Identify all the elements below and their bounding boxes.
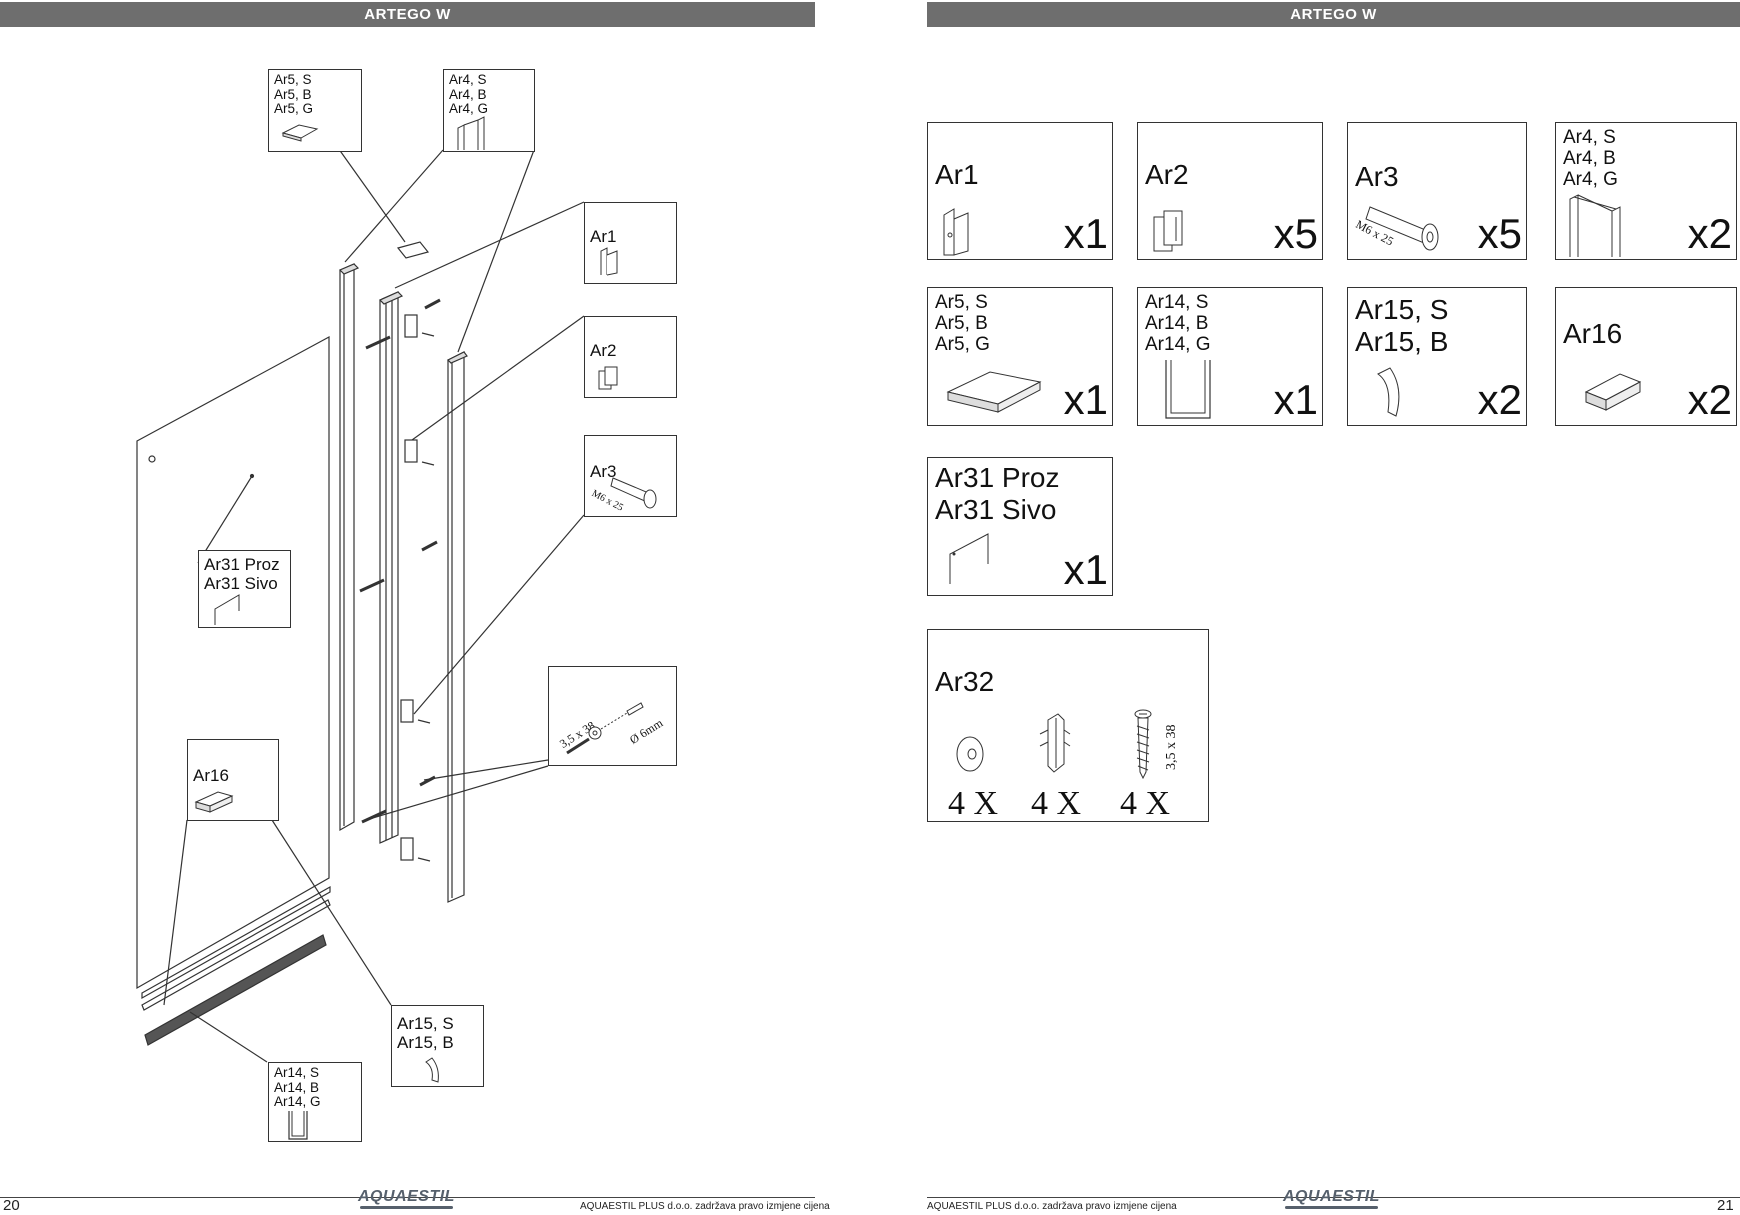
callout-ar2: Ar2 — [584, 316, 677, 398]
callout-ar31: Ar31 Proz Ar31 Sivo — [198, 550, 291, 628]
part-ar14-qty: x1 — [1273, 376, 1318, 423]
ar32-screw-qty: 4 X — [1120, 785, 1171, 822]
part-ar31-label: Ar31 Proz Ar31 Sivo — [935, 462, 1060, 525]
part-ar15-qty: x2 — [1477, 376, 1522, 423]
callout-ar3-label: Ar3 — [590, 462, 617, 481]
bolt-icon — [610, 477, 657, 509]
clip-icon — [598, 366, 618, 390]
u-channel-icon — [1165, 360, 1211, 419]
right-header-title: ARTEGO W — [927, 2, 1740, 27]
callout-ar32-fixings: 3,5 x 38 Ø 6mm — [548, 666, 677, 766]
right-footer-note: AQUAESTIL PLUS d.o.o. zadržava pravo izm… — [927, 1201, 1177, 1212]
left-page: ARTEGO W — [0, 2, 830, 1214]
exploded-assembly-drawing — [136, 130, 585, 1063]
wall-profile-icon — [457, 116, 485, 150]
part-ar32-label: Ar32 — [935, 666, 995, 697]
callout-ar16: Ar16 — [187, 739, 279, 821]
right-page-number: 21 — [1717, 1197, 1734, 1214]
part-ar5-label: Ar5, S Ar5, B Ar5, G — [935, 292, 990, 355]
part-ar3: Ar3 M6 x 25 x5 — [1347, 122, 1527, 260]
part-ar16-qty: x2 — [1687, 376, 1732, 423]
right-brand-logo: AQUAESTIL — [1283, 1188, 1380, 1209]
profile-bracket-icon — [600, 247, 618, 276]
part-ar31-qty: x1 — [1063, 546, 1108, 593]
right-footer-line — [927, 1197, 1740, 1198]
part-ar3-qty: x5 — [1477, 210, 1522, 257]
part-ar16: Ar16 x2 — [1555, 287, 1737, 426]
part-ar5: Ar5, S Ar5, B Ar5, G x1 — [927, 287, 1113, 426]
glass-panel-icon — [214, 594, 240, 625]
callout-ar3: Ar3 M6 x 25 — [584, 435, 677, 517]
fixings-icon — [566, 702, 644, 755]
end-cap-icon — [281, 124, 319, 142]
left-brand-logo: AQUAESTIL — [358, 1188, 455, 1209]
part-ar14: Ar14, S Ar14, B Ar14, G x1 — [1137, 287, 1323, 426]
callout-ar1-label: Ar1 — [590, 227, 617, 246]
bumper-block-icon — [194, 791, 234, 813]
callout-ar15: Ar15, S Ar15, B — [391, 1005, 484, 1087]
clip-icon — [1153, 210, 1183, 252]
callout-ar14-label: Ar14, S Ar14, B Ar14, G — [274, 1065, 321, 1109]
ar32-screw-size-label: 3,5 x 38 — [1164, 724, 1179, 771]
ar32-wall-plug-qty: 4 X — [1031, 785, 1082, 822]
bolt-icon — [1365, 206, 1439, 251]
glass-panel-icon — [949, 533, 989, 584]
callout-ar4-label: Ar4, S Ar4, B Ar4, G — [449, 72, 489, 116]
part-ar15: Ar15, S Ar15, B x2 — [1347, 287, 1527, 426]
part-ar2: Ar2 x5 — [1137, 122, 1323, 260]
profile-bracket-icon — [943, 208, 969, 256]
wall-profile-icon — [1569, 194, 1621, 257]
callout-ar2-label: Ar2 — [590, 341, 617, 360]
left-footer-note: AQUAESTIL PLUS d.o.o. zadržava pravo izm… — [580, 1201, 830, 1212]
callout-ar14: Ar14, S Ar14, B Ar14, G — [268, 1062, 362, 1142]
seal-strip-icon — [425, 1057, 439, 1083]
callout-ar5-label: Ar5, S Ar5, B Ar5, G — [274, 72, 314, 116]
end-cap-icon — [946, 371, 1042, 413]
part-ar2-qty: x5 — [1273, 210, 1318, 257]
callout-ar16-label: Ar16 — [193, 766, 229, 785]
part-ar15-label: Ar15, S Ar15, B — [1355, 294, 1449, 357]
part-ar2-label: Ar2 — [1145, 159, 1189, 190]
part-ar31: Ar31 Proz Ar31 Sivo x1 — [927, 457, 1113, 596]
part-ar5-qty: x1 — [1063, 376, 1108, 423]
seal-strip-icon — [1377, 367, 1400, 417]
part-ar16-label: Ar16 — [1563, 318, 1623, 349]
part-ar1-label: Ar1 — [935, 159, 979, 190]
part-ar3-label: Ar3 — [1355, 161, 1399, 192]
wall-plug-icon — [1039, 713, 1071, 773]
callout-ar1: Ar1 — [584, 202, 677, 284]
part-ar4-label: Ar4, S Ar4, B Ar4, G — [1563, 127, 1618, 190]
ar32-fixings-icons — [956, 709, 1152, 780]
part-ar4-qty: x2 — [1687, 210, 1732, 257]
u-channel-icon — [288, 1111, 308, 1140]
part-ar32: Ar32 3,5 — [927, 629, 1209, 822]
left-header-title: ARTEGO W — [0, 2, 815, 27]
bumper-block-icon — [1584, 373, 1642, 411]
left-page-number: 20 — [3, 1197, 20, 1214]
callout-ar5: Ar5, S Ar5, B Ar5, G — [268, 69, 362, 152]
left-footer-line — [0, 1197, 815, 1198]
right-page: ARTEGO W Ar1 x1 Ar2 x5 Ar3 M6 x 25 x5 Ar… — [870, 0, 1740, 1215]
part-ar1: Ar1 x1 — [927, 122, 1113, 260]
ar32-washer-qty: 4 X — [948, 785, 999, 822]
callout-ar4: Ar4, S Ar4, B Ar4, G — [443, 69, 535, 152]
callout-ar31-label: Ar31 Proz Ar31 Sivo — [204, 555, 280, 593]
screw-icon — [1134, 709, 1152, 780]
part-ar4: Ar4, S Ar4, B Ar4, G x2 — [1555, 122, 1737, 260]
part-ar14-label: Ar14, S Ar14, B Ar14, G — [1145, 292, 1211, 355]
part-ar1-qty: x1 — [1063, 210, 1108, 257]
callout-ar15-label: Ar15, S Ar15, B — [397, 1014, 454, 1052]
